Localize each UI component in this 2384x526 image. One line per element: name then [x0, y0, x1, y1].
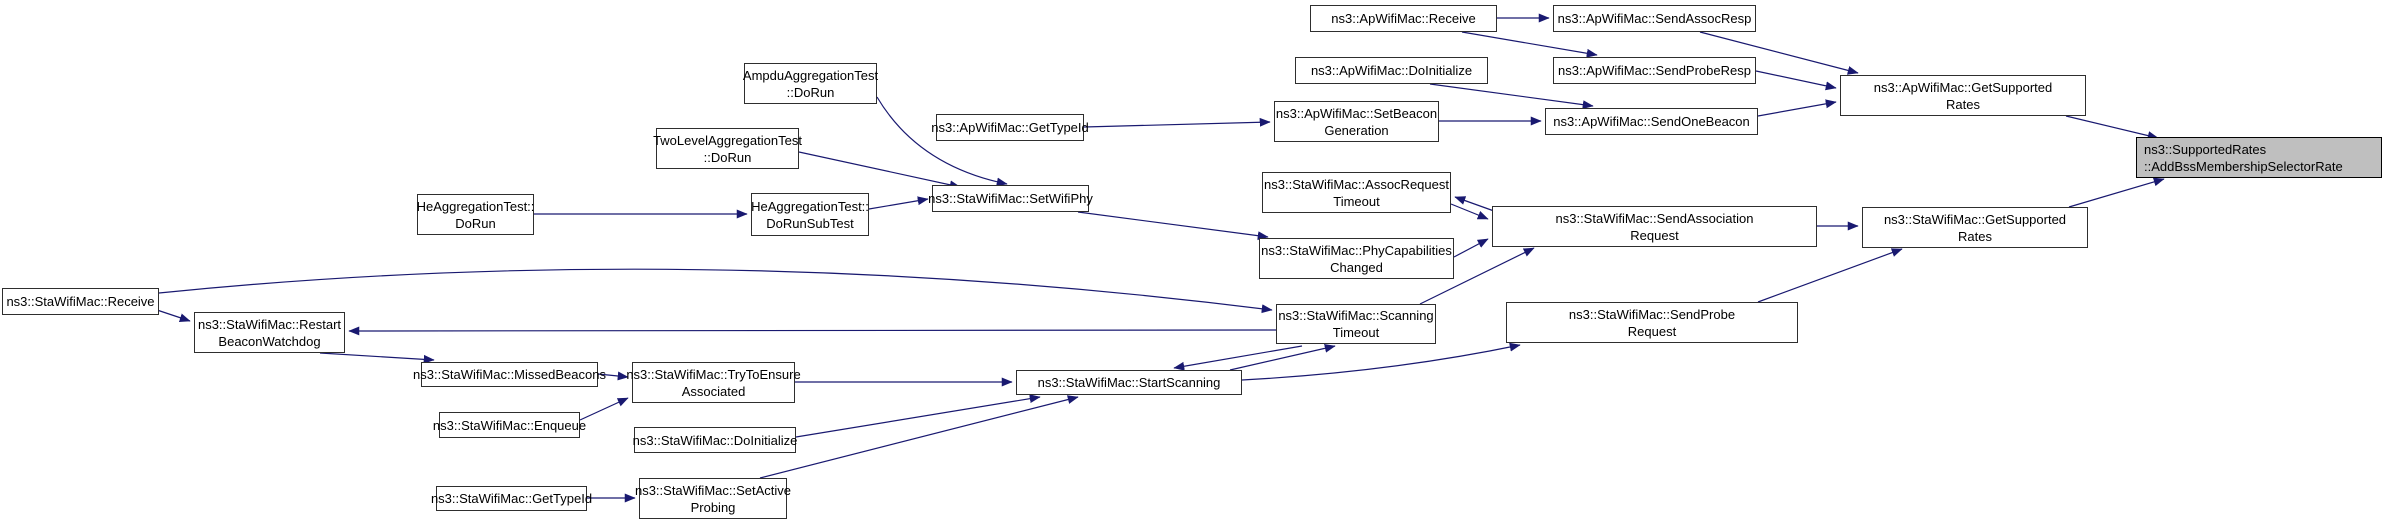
edge-staEnqueue-staTryToEnsureAssociated — [579, 397, 629, 421]
graph-node-staSetWifiPhy[interactable]: ns3::StaWifiMac::SetWifiPhy — [928, 185, 1093, 212]
graph-node-staGetTypeId[interactable]: ns3::StaWifiMac::GetTypeId — [431, 486, 592, 511]
graph-node-staMissedBeacons[interactable]: ns3::StaWifiMac::MissedBeacons — [413, 362, 606, 387]
graph-node-apReceive[interactable]: ns3::ApWifiMac::Receive — [1310, 5, 1497, 32]
graph-node-apGetSupportedRates[interactable]: ns3::ApWifiMac::GetSupported Rates — [1840, 75, 2086, 116]
edge-ampduDoRun-staSetWifiPhy — [876, 96, 1008, 187]
edge-apDoInitialize-apSendOneBeacon — [1429, 83, 1594, 110]
edge-staAssocRequestTimeout-staSendAssociationRequest — [1450, 203, 1489, 220]
graph-node-staSetActiveProbing[interactable]: ns3::StaWifiMac::SetActive Probing — [635, 478, 791, 519]
edge-apGetSupportedRates-addBssMembershipSelectorRate — [2065, 115, 2159, 140]
graph-node-addBssMembershipSelectorRate[interactable]: ns3::SupportedRates ::AddBssMembershipSe… — [2136, 137, 2382, 178]
edge-twoLevelDoRun-staSetWifiPhy — [798, 151, 961, 190]
edge-staRestartBeaconWatchdog-staMissedBeacons — [319, 352, 435, 364]
graph-node-twoLevelDoRun[interactable]: TwoLevelAggregationTest ::DoRun — [653, 128, 802, 169]
graph-node-apSendOneBeacon[interactable]: ns3::ApWifiMac::SendOneBeacon — [1545, 108, 1758, 135]
graph-node-apSetBeaconGeneration[interactable]: ns3::ApWifiMac::SetBeacon Generation — [1274, 101, 1439, 142]
edge-staSendAssociationRequest-staAssocRequestTimeout — [1454, 196, 1495, 212]
graph-node-apDoInitialize[interactable]: ns3::ApWifiMac::DoInitialize — [1295, 57, 1488, 84]
graph-node-staScanningTimeout[interactable]: ns3::StaWifiMac::Scanning Timeout — [1276, 304, 1436, 344]
edge-staSetWifiPhy-staPhyCapabilitiesChanged — [1077, 211, 1269, 241]
graph-node-staTryToEnsureAssociated[interactable]: ns3::StaWifiMac::TryToEnsure Associated — [626, 362, 801, 403]
edge-staReceive-staRestartBeaconWatchdog — [156, 309, 191, 322]
edge-apSendProbeResp-apGetSupportedRates — [1755, 70, 1837, 91]
edge-staStartScanning-staSendProbeRequest — [1241, 342, 1521, 381]
graph-node-apSendProbeResp[interactable]: ns3::ApWifiMac::SendProbeResp — [1553, 57, 1756, 84]
edge-staScanningTimeout-staRestartBeaconWatchdog — [348, 326, 1277, 336]
edge-staMissedBeacons-staTryToEnsureAssociated — [597, 371, 629, 381]
graph-node-staAssocRequestTimeout[interactable]: ns3::StaWifiMac::AssocRequest Timeout — [1262, 172, 1451, 213]
edge-staScanningTimeout-staSendAssociationRequest — [1419, 247, 1535, 305]
graph-node-heDoRunSubTest[interactable]: HeAggregationTest:: DoRunSubTest — [751, 193, 869, 236]
edge-heDoRunSubTest-staSetWifiPhy — [868, 196, 929, 210]
graph-node-apGetTypeId[interactable]: ns3::ApWifiMac::GetTypeId — [931, 114, 1089, 141]
graph-node-ampduDoRun[interactable]: AmpduAggregationTest ::DoRun — [743, 63, 878, 104]
edge-staSetActiveProbing-staStartScanning — [759, 395, 1079, 479]
edge-staGetSupportedRates-addBssMembershipSelectorRate — [2068, 177, 2165, 208]
graph-node-staEnqueue[interactable]: ns3::StaWifiMac::Enqueue — [433, 412, 586, 438]
edge-apReceive-apSendProbeResp — [1461, 31, 1598, 58]
graph-node-staSendAssociationRequest[interactable]: ns3::StaWifiMac::SendAssociation Request — [1492, 206, 1817, 247]
edge-apGetTypeId-apSetBeaconGeneration — [1083, 117, 1271, 128]
graph-node-staStartScanning[interactable]: ns3::StaWifiMac::StartScanning — [1016, 370, 1242, 395]
graph-node-heDoRun[interactable]: HeAggregationTest:: DoRun — [417, 194, 534, 235]
edge-staPhyCapabilitiesChanged-staSendAssociationRequest — [1453, 238, 1489, 258]
graph-node-staGetSupportedRates[interactable]: ns3::StaWifiMac::GetSupported Rates — [1862, 207, 2088, 248]
graph-node-apSendAssocResp[interactable]: ns3::ApWifiMac::SendAssocResp — [1553, 5, 1756, 32]
graph-node-staSendProbeRequest[interactable]: ns3::StaWifiMac::SendProbe Request — [1506, 302, 1798, 343]
edge-apSendOneBeacon-apGetSupportedRates — [1757, 99, 1837, 117]
edge-staSendProbeRequest-staGetSupportedRates — [1757, 248, 1903, 303]
edge-staStartScanning-staScanningTimeout — [1229, 343, 1336, 371]
graph-node-staReceive[interactable]: ns3::StaWifiMac::Receive — [2, 288, 159, 315]
graph-node-staDoInitialize[interactable]: ns3::StaWifiMac::DoInitialize — [633, 427, 797, 453]
edge-apSendAssocResp-apGetSupportedRates — [1699, 31, 1859, 75]
edge-staDoInitialize-staStartScanning — [795, 394, 1041, 438]
edge-staReceive-staScanningTimeout — [158, 268, 1273, 314]
graph-node-staRestartBeaconWatchdog[interactable]: ns3::StaWifiMac::Restart BeaconWatchdog — [194, 312, 345, 353]
edge-staScanningTimeout-staStartScanning — [1173, 345, 1303, 371]
graph-node-staPhyCapabilitiesChanged[interactable]: ns3::StaWifiMac::PhyCapabilities Changed — [1259, 238, 1454, 279]
